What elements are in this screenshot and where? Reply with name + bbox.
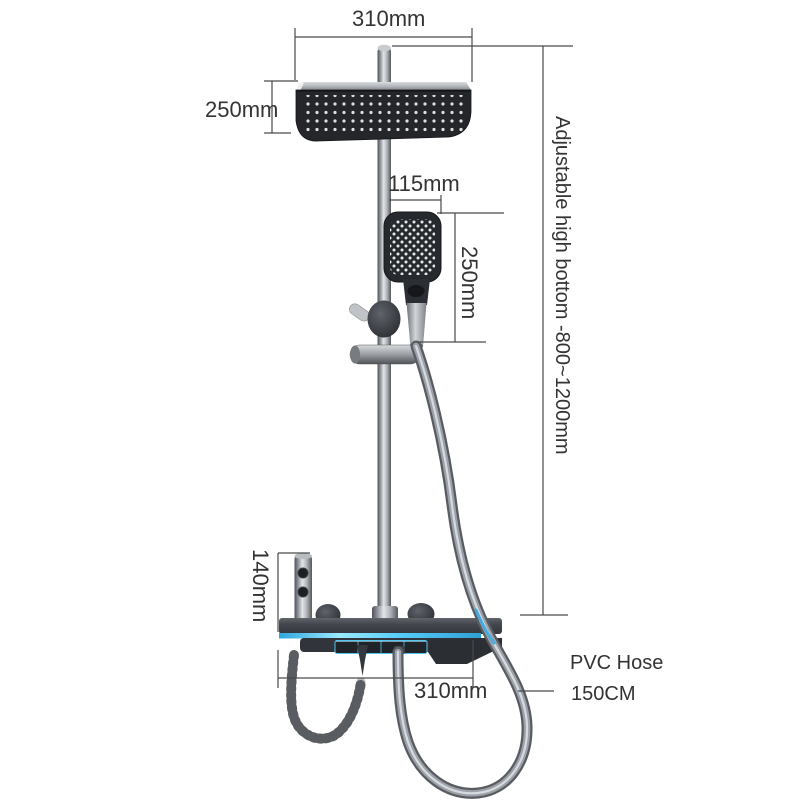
- hose-led-reflection: [474, 608, 496, 645]
- dim-hand-height-label: 250mm: [457, 246, 483, 320]
- diverter-valve-shelf: [279, 603, 502, 676]
- dim-head-width-label: 310mm: [352, 6, 426, 31]
- spring-hose-connector: [357, 645, 368, 676]
- bidet-sprayer-wand: [294, 553, 312, 630]
- holder-knob: [367, 300, 401, 338]
- hand-shower: [383, 211, 442, 351]
- shower-hose: [392, 340, 533, 799]
- rail-collar: [372, 606, 398, 620]
- hose-label-line2: 150CM: [571, 683, 636, 705]
- dim-valve-width-label: 310mm: [414, 678, 488, 703]
- dim-adjustable-height-lines: [392, 45, 573, 616]
- piano-key-buttons: [334, 640, 428, 654]
- dim-head-depth-lines: [264, 80, 298, 134]
- dim-sprayer-height-label: 140mm: [248, 549, 274, 623]
- dim-hand-width-label: 115mm: [388, 171, 460, 196]
- dim-hand-height-lines: [418, 212, 504, 343]
- dim-sprayer-height-lines: [277, 552, 310, 632]
- led-strip: [279, 633, 481, 639]
- hose-label-line1: PVC Hose: [570, 652, 664, 674]
- dim-head-width-lines: [294, 28, 473, 82]
- dim-head-depth-label: 250mm: [205, 97, 279, 122]
- dim-valve-width-lines: [277, 640, 474, 688]
- dim-adjustable-height-label: Adjustable high bottom -800~1200mm: [551, 116, 573, 455]
- rain-shower-head: [295, 82, 472, 142]
- spring-hose: [286, 650, 366, 744]
- dim-hand-width-lines: [389, 195, 442, 214]
